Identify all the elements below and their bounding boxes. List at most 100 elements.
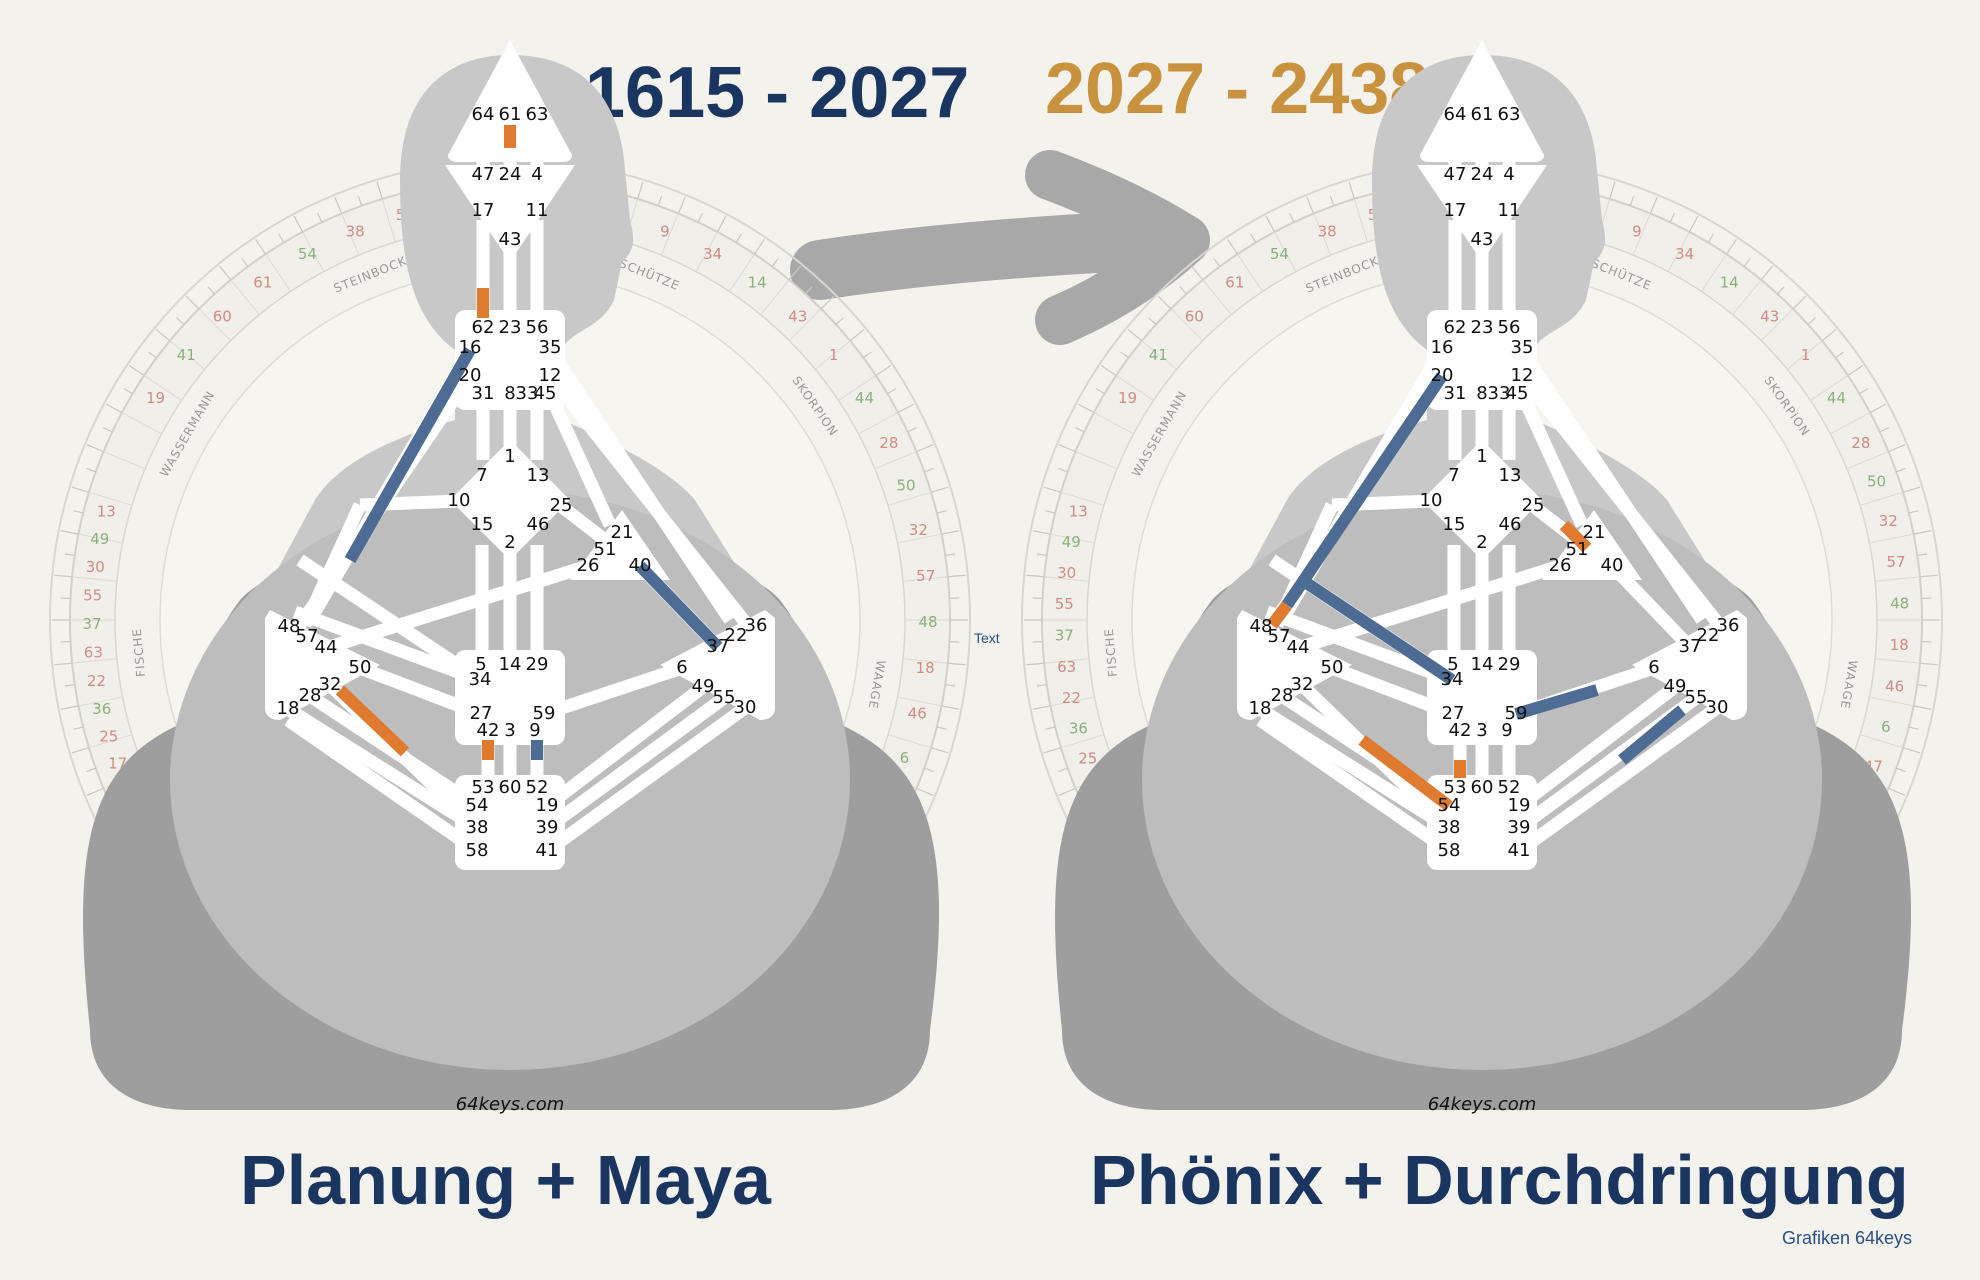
wheel-divider	[887, 734, 932, 749]
wheel-tick	[1043, 747, 1062, 754]
wheel-divider	[1810, 375, 1849, 401]
wheel-gate-number: 19	[1118, 389, 1137, 407]
wheel-tick	[941, 530, 960, 535]
gate-23: 23	[499, 317, 522, 338]
wheel-tick	[805, 286, 813, 295]
gate-5: 5	[475, 654, 486, 675]
gate-33: 33	[516, 383, 539, 404]
gate-34: 34	[469, 669, 492, 690]
gate-44: 44	[1287, 637, 1310, 658]
gate-20: 20	[459, 365, 482, 386]
bodygraph-right: 1941606154385810112659341443144134930553…	[1021, 40, 1943, 1115]
channel-activation	[1514, 684, 1599, 720]
wheel-gate-number: 6	[1881, 718, 1891, 736]
channel	[284, 714, 481, 857]
wheel-tick	[887, 388, 897, 395]
gate-58: 58	[1438, 840, 1461, 861]
gate-36: 36	[745, 615, 768, 636]
wheel-divider	[381, 198, 396, 243]
wheel-tick	[1902, 486, 1921, 493]
gate-39: 39	[1508, 817, 1531, 838]
gate-32: 32	[319, 674, 342, 695]
wheel-gate-number: 44	[1827, 389, 1846, 407]
gate-62: 62	[1444, 317, 1467, 338]
gate-55: 55	[1685, 687, 1708, 708]
sacral-center	[1427, 650, 1537, 745]
wheel-tick	[71, 747, 90, 754]
wheel-gate-number: 46	[1885, 677, 1904, 695]
wheel-tick	[71, 486, 90, 493]
root-center	[455, 775, 565, 870]
wheel-tick	[1908, 726, 1919, 730]
wheel-gate-number: 14	[1720, 273, 1739, 291]
wheel-divider	[1859, 734, 1904, 749]
gate-21: 21	[1583, 522, 1606, 543]
gate-11: 11	[526, 200, 549, 221]
channel-activation	[1298, 575, 1456, 685]
wheel-divider	[903, 576, 948, 582]
wheel-divider	[169, 340, 205, 370]
wheel-gate-number: 36	[1069, 719, 1088, 737]
wheel-gate-number: 50	[896, 477, 915, 495]
wheel-gate-number: 32	[1879, 512, 1898, 530]
wheel-gate-number: 22	[87, 672, 106, 690]
gate-63: 63	[1498, 104, 1521, 125]
wheel-divider	[302, 231, 325, 272]
wheel-gate-number: 48	[1890, 594, 1909, 612]
gate-51: 51	[1566, 539, 1589, 560]
wheel-gate-number: 55	[1055, 595, 1074, 613]
gate-42: 42	[477, 720, 500, 741]
channel	[359, 494, 460, 512]
gate-15: 15	[1443, 514, 1466, 535]
wheel-gate-number: 57	[916, 567, 935, 585]
wheel-tick	[148, 351, 157, 359]
wheel-gate-number: 61	[1225, 273, 1244, 291]
wheel-tick	[1120, 351, 1129, 359]
wheel-tick	[73, 726, 84, 730]
wheel-tick	[1821, 328, 1837, 342]
wheel-tick	[1058, 787, 1076, 796]
channel	[1256, 714, 1453, 857]
channel	[1331, 494, 1432, 512]
channel	[296, 554, 484, 686]
g-center	[1422, 440, 1542, 560]
gate-43: 43	[499, 229, 522, 250]
gate-3: 3	[1476, 720, 1487, 741]
wheel-gate-number: 32	[909, 521, 928, 539]
wheel-tick	[947, 662, 966, 666]
gate-44: 44	[315, 637, 338, 658]
wheel-divider	[143, 375, 182, 401]
wheel-gate-number: 1	[829, 346, 839, 364]
gate-37: 37	[1679, 636, 1702, 657]
wheel-gate-number: 41	[1149, 346, 1168, 364]
g-center	[450, 440, 570, 560]
gate-64: 64	[1444, 104, 1467, 125]
gate-28: 28	[299, 685, 322, 706]
channel-activation	[635, 561, 723, 652]
wheel-tick	[924, 767, 934, 773]
wheel-tick	[1032, 705, 1051, 710]
wheel-divider	[78, 533, 123, 544]
wheel-tick	[863, 351, 872, 359]
gate-41: 41	[536, 840, 559, 861]
channel	[541, 661, 685, 721]
wheel-divider	[230, 279, 260, 315]
wheel-tick	[60, 530, 79, 535]
solar-plexus-center	[1632, 610, 1747, 720]
gate-19: 19	[1508, 795, 1531, 816]
wheel-divider	[858, 412, 899, 435]
gate-27: 27	[470, 703, 493, 724]
wheel-tick	[1807, 317, 1816, 325]
channel-activation	[1358, 735, 1453, 811]
wheel-tick	[54, 662, 73, 666]
wheel-divider	[88, 491, 133, 506]
wheel-tick	[64, 553, 75, 557]
wheel-tick	[916, 444, 934, 453]
gate-19: 19	[536, 795, 559, 816]
gate-29: 29	[1498, 654, 1521, 675]
wheel-divider	[1060, 734, 1105, 749]
wheel-divider	[1170, 308, 1204, 342]
gate-50: 50	[349, 657, 372, 678]
wheel-tick	[1725, 238, 1737, 255]
wheel-tick	[86, 787, 104, 796]
